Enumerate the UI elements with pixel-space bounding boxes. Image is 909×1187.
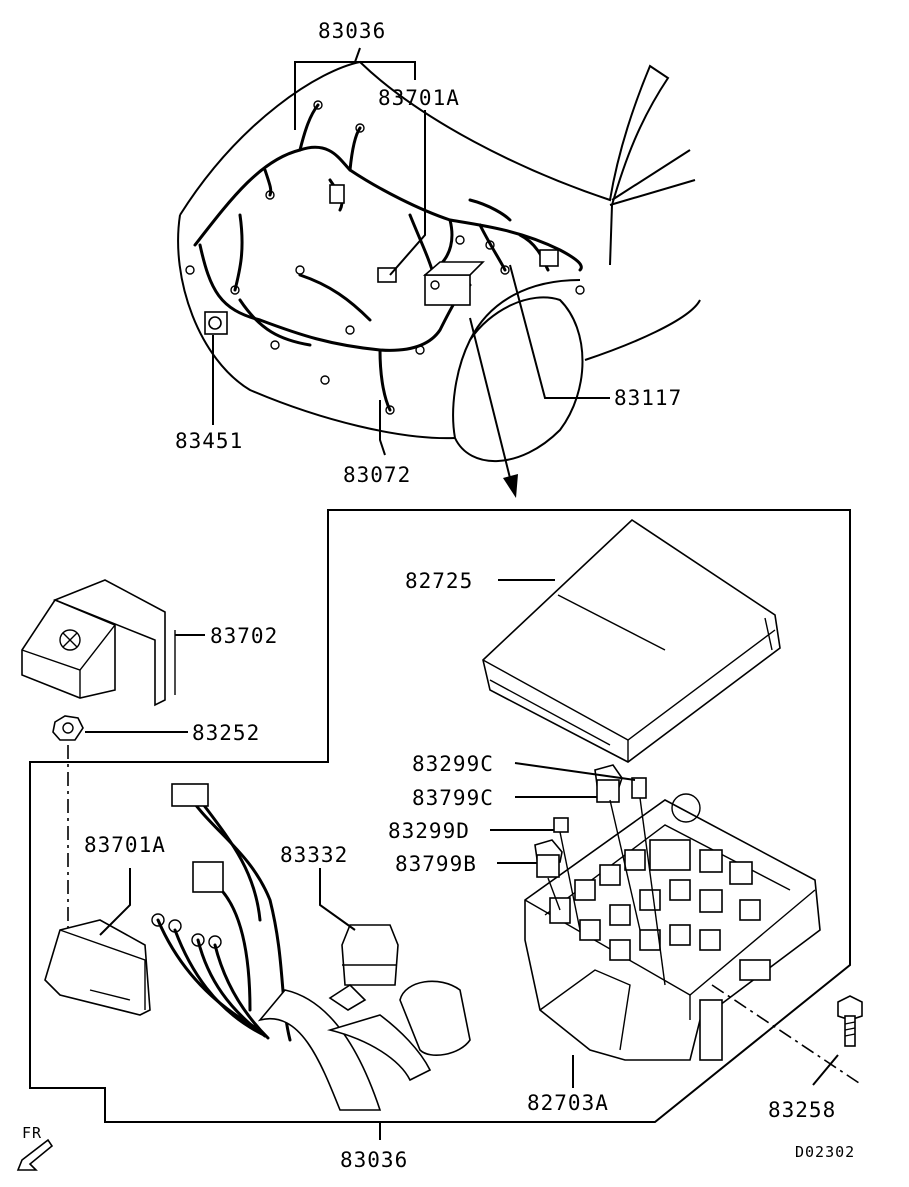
- callout-83252: 83252: [192, 721, 260, 745]
- front-direction-arrow-icon: [16, 1138, 54, 1171]
- callout-83701A-bottom: 83701A: [84, 833, 166, 857]
- callout-82703A: 82703A: [527, 1091, 609, 1115]
- relay-bracket: [21, 579, 176, 707]
- relay-83799C: [594, 764, 623, 803]
- leaders-top: [212, 47, 610, 498]
- fuse-83299C: [631, 777, 647, 799]
- engine-bay-outline: [177, 60, 701, 462]
- direction-label: FR: [22, 1124, 42, 1142]
- nut: [52, 715, 84, 741]
- harness-connectors: [185, 100, 585, 415]
- fuse-83299D: [553, 817, 569, 833]
- relay-box-harness: [151, 783, 432, 1111]
- connector-bracket: [44, 868, 151, 1016]
- drawing-code: D02302: [795, 1143, 855, 1161]
- callout-83299D: 83299D: [388, 819, 470, 843]
- assembly-border: [29, 509, 851, 1123]
- engine-wiring-harness: [193, 103, 583, 412]
- callout-83117: 83117: [614, 386, 682, 410]
- callout-83072: 83072: [343, 463, 411, 487]
- bolt: [837, 995, 863, 1047]
- callout-83036-top: 83036: [318, 19, 386, 43]
- leader-83258: [812, 1054, 839, 1086]
- leader-83332: [319, 868, 356, 931]
- callout-83258: 83258: [768, 1098, 836, 1122]
- callout-83799B: 83799B: [395, 852, 477, 876]
- relay-box-internals: [549, 839, 771, 981]
- relay-box-cover: [482, 518, 781, 763]
- callout-83451: 83451: [175, 429, 243, 453]
- relay-83799B: [534, 839, 563, 878]
- bolt-axis: [711, 984, 863, 1086]
- leaders-relays: [490, 762, 666, 986]
- callout-83799C: 83799C: [412, 786, 494, 810]
- callout-83299C: 83299C: [412, 752, 494, 776]
- harness-connector-83332: [328, 924, 471, 1056]
- callout-83332: 83332: [280, 843, 348, 867]
- callout-83702: 83702: [210, 624, 278, 648]
- callout-82725: 82725: [405, 569, 473, 593]
- callout-83036-bottom: 83036: [340, 1148, 408, 1172]
- callout-83701A-top: 83701A: [378, 86, 460, 110]
